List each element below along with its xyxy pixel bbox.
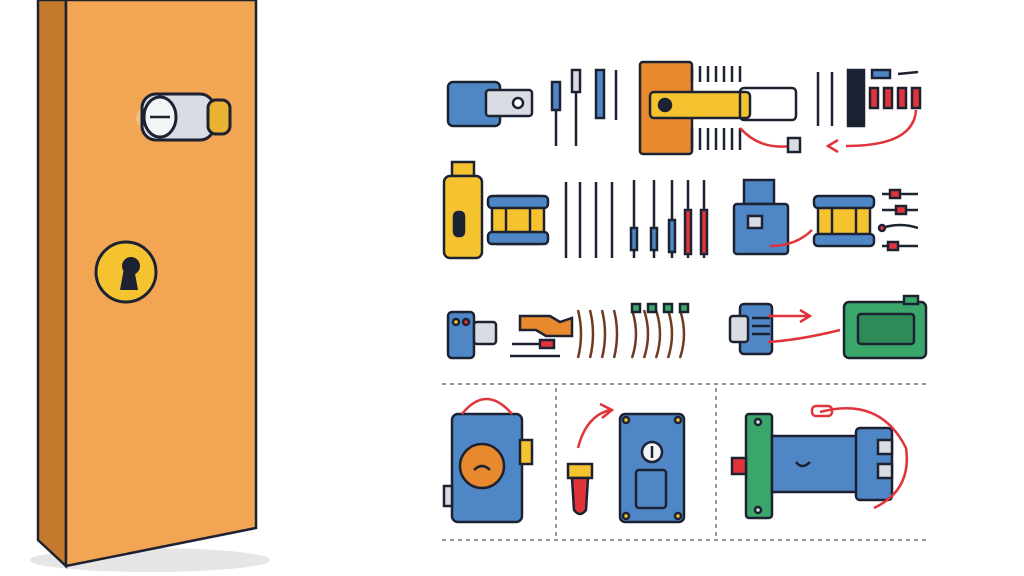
cylinder-assembly-icon <box>486 194 550 246</box>
lock-mechanism-icon <box>638 60 802 156</box>
circuit-board-icon <box>732 178 813 256</box>
cylinder-assembly-2-icon <box>812 194 876 248</box>
parts-row-1 <box>446 60 922 156</box>
rod-set-icon <box>564 180 709 258</box>
deadbolt-assembly-icon <box>730 404 909 520</box>
door-panel <box>64 0 258 568</box>
wire-caps-icon <box>630 302 690 314</box>
connector-icon <box>728 302 841 356</box>
control-module-icon <box>842 294 928 360</box>
lock-body-icon <box>442 397 534 524</box>
bracket-icon <box>446 80 534 128</box>
door-knob-icon <box>136 92 232 142</box>
door-edge <box>36 0 68 569</box>
section-dividers <box>442 383 928 541</box>
terminal-block-icon <box>816 68 922 154</box>
pin-set-icon <box>550 68 618 146</box>
parts-row-2 <box>442 160 919 260</box>
parts-row-3 <box>446 294 928 360</box>
key-blank-icon <box>510 314 574 358</box>
spring-icon <box>576 309 686 359</box>
keyhole-icon <box>94 240 158 304</box>
tumbler-icon <box>446 310 498 360</box>
parts-row-4 <box>442 397 909 524</box>
connector-pins-icon <box>877 188 919 252</box>
lubricant-bottle-icon <box>442 160 484 260</box>
door <box>30 0 270 572</box>
mortise-lock-icon <box>566 402 686 524</box>
